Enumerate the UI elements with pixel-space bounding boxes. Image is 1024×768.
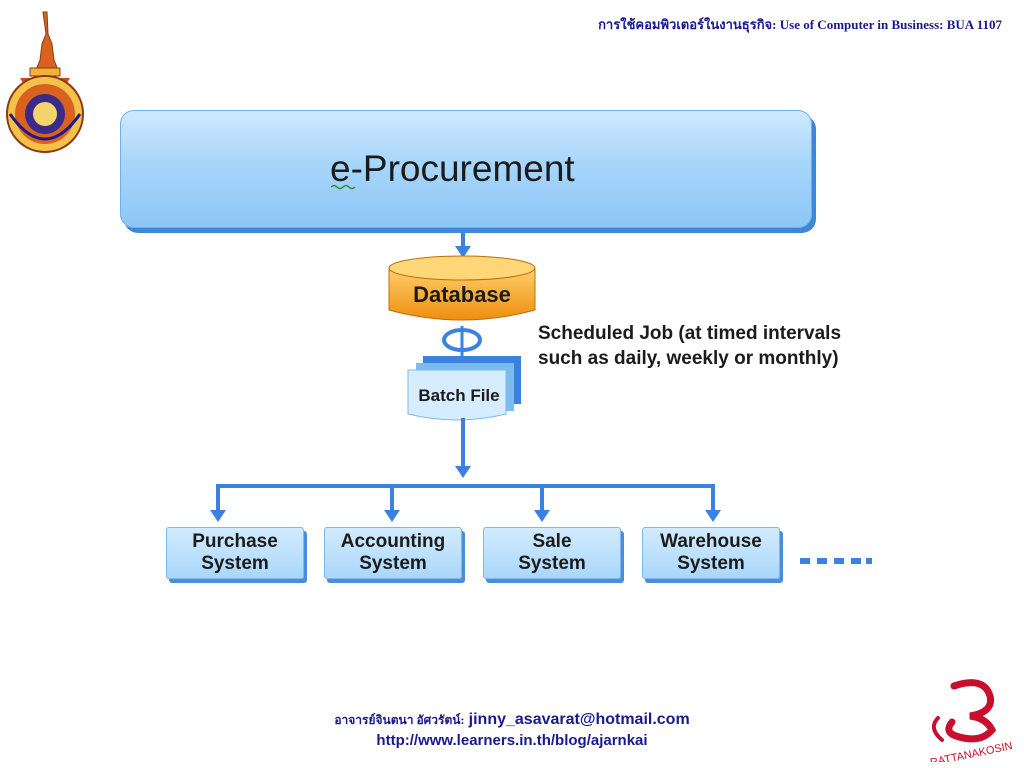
warehouse-system-line-1: Warehouse [660, 531, 762, 552]
batch-file-icon [407, 356, 521, 421]
arrow-eproc-to-db [455, 232, 471, 258]
purchase-system-line-1: Purchase [192, 531, 278, 552]
sale-system-line-2: System [518, 553, 586, 574]
sale-system-line-1: Sale [532, 531, 572, 552]
university-crest-icon [0, 4, 90, 154]
database-cylinder [388, 255, 536, 321]
accounting-system-line-1: Accounting [340, 531, 446, 552]
more-systems-indicator [800, 558, 872, 564]
warehouse-system-box: Warehouse System [642, 527, 780, 579]
footer-email: jinny_asavarat@hotmail.com [468, 711, 690, 728]
arrow-batch-to-systems [455, 418, 471, 478]
purchase-system-line-2: System [201, 553, 269, 574]
purchase-system-box: Purchase System [166, 527, 304, 579]
footer-contact-line: อาจารย์จินตนา อัศวรัตน์: jinny_asavarat@… [0, 711, 1024, 730]
eprocurement-box [120, 110, 812, 228]
slide-header-title: การใช้คอมพิวเตอร์ในงานธุรกิจ: Use of Com… [598, 17, 1002, 32]
scheduled-job-line-2: such as daily, weekly or monthly) [538, 348, 839, 369]
accounting-system-line-2: System [359, 553, 427, 574]
scheduled-job-line-1: Scheduled Job (at timed intervals [538, 323, 842, 344]
footer-instructor-name: อาจารย์จินตนา อัศวรัตน์: [334, 713, 465, 727]
footer-url: http://www.learners.in.th/blog/ajarnkai [376, 732, 648, 749]
warehouse-system-line-2: System [677, 553, 745, 574]
batch-file-label: Batch File [418, 386, 500, 405]
accounting-system-box: Accounting System [324, 527, 462, 579]
scheduled-job-note: Scheduled Job (at timed intervals such a… [538, 321, 898, 371]
rattanakosin-logo-icon: RATTANAKOSIN [924, 678, 1014, 768]
cycle-refresh-icon [442, 326, 482, 356]
rattanakosin-logo-text: RATTANAKOSIN [929, 740, 1014, 762]
eprocurement-label: e-Procurement [330, 148, 575, 189]
distribution-bus [210, 484, 721, 522]
sale-system-box: Sale System [483, 527, 621, 579]
database-label: Database [413, 282, 511, 307]
spellcheck-squiggle-icon [331, 184, 356, 190]
